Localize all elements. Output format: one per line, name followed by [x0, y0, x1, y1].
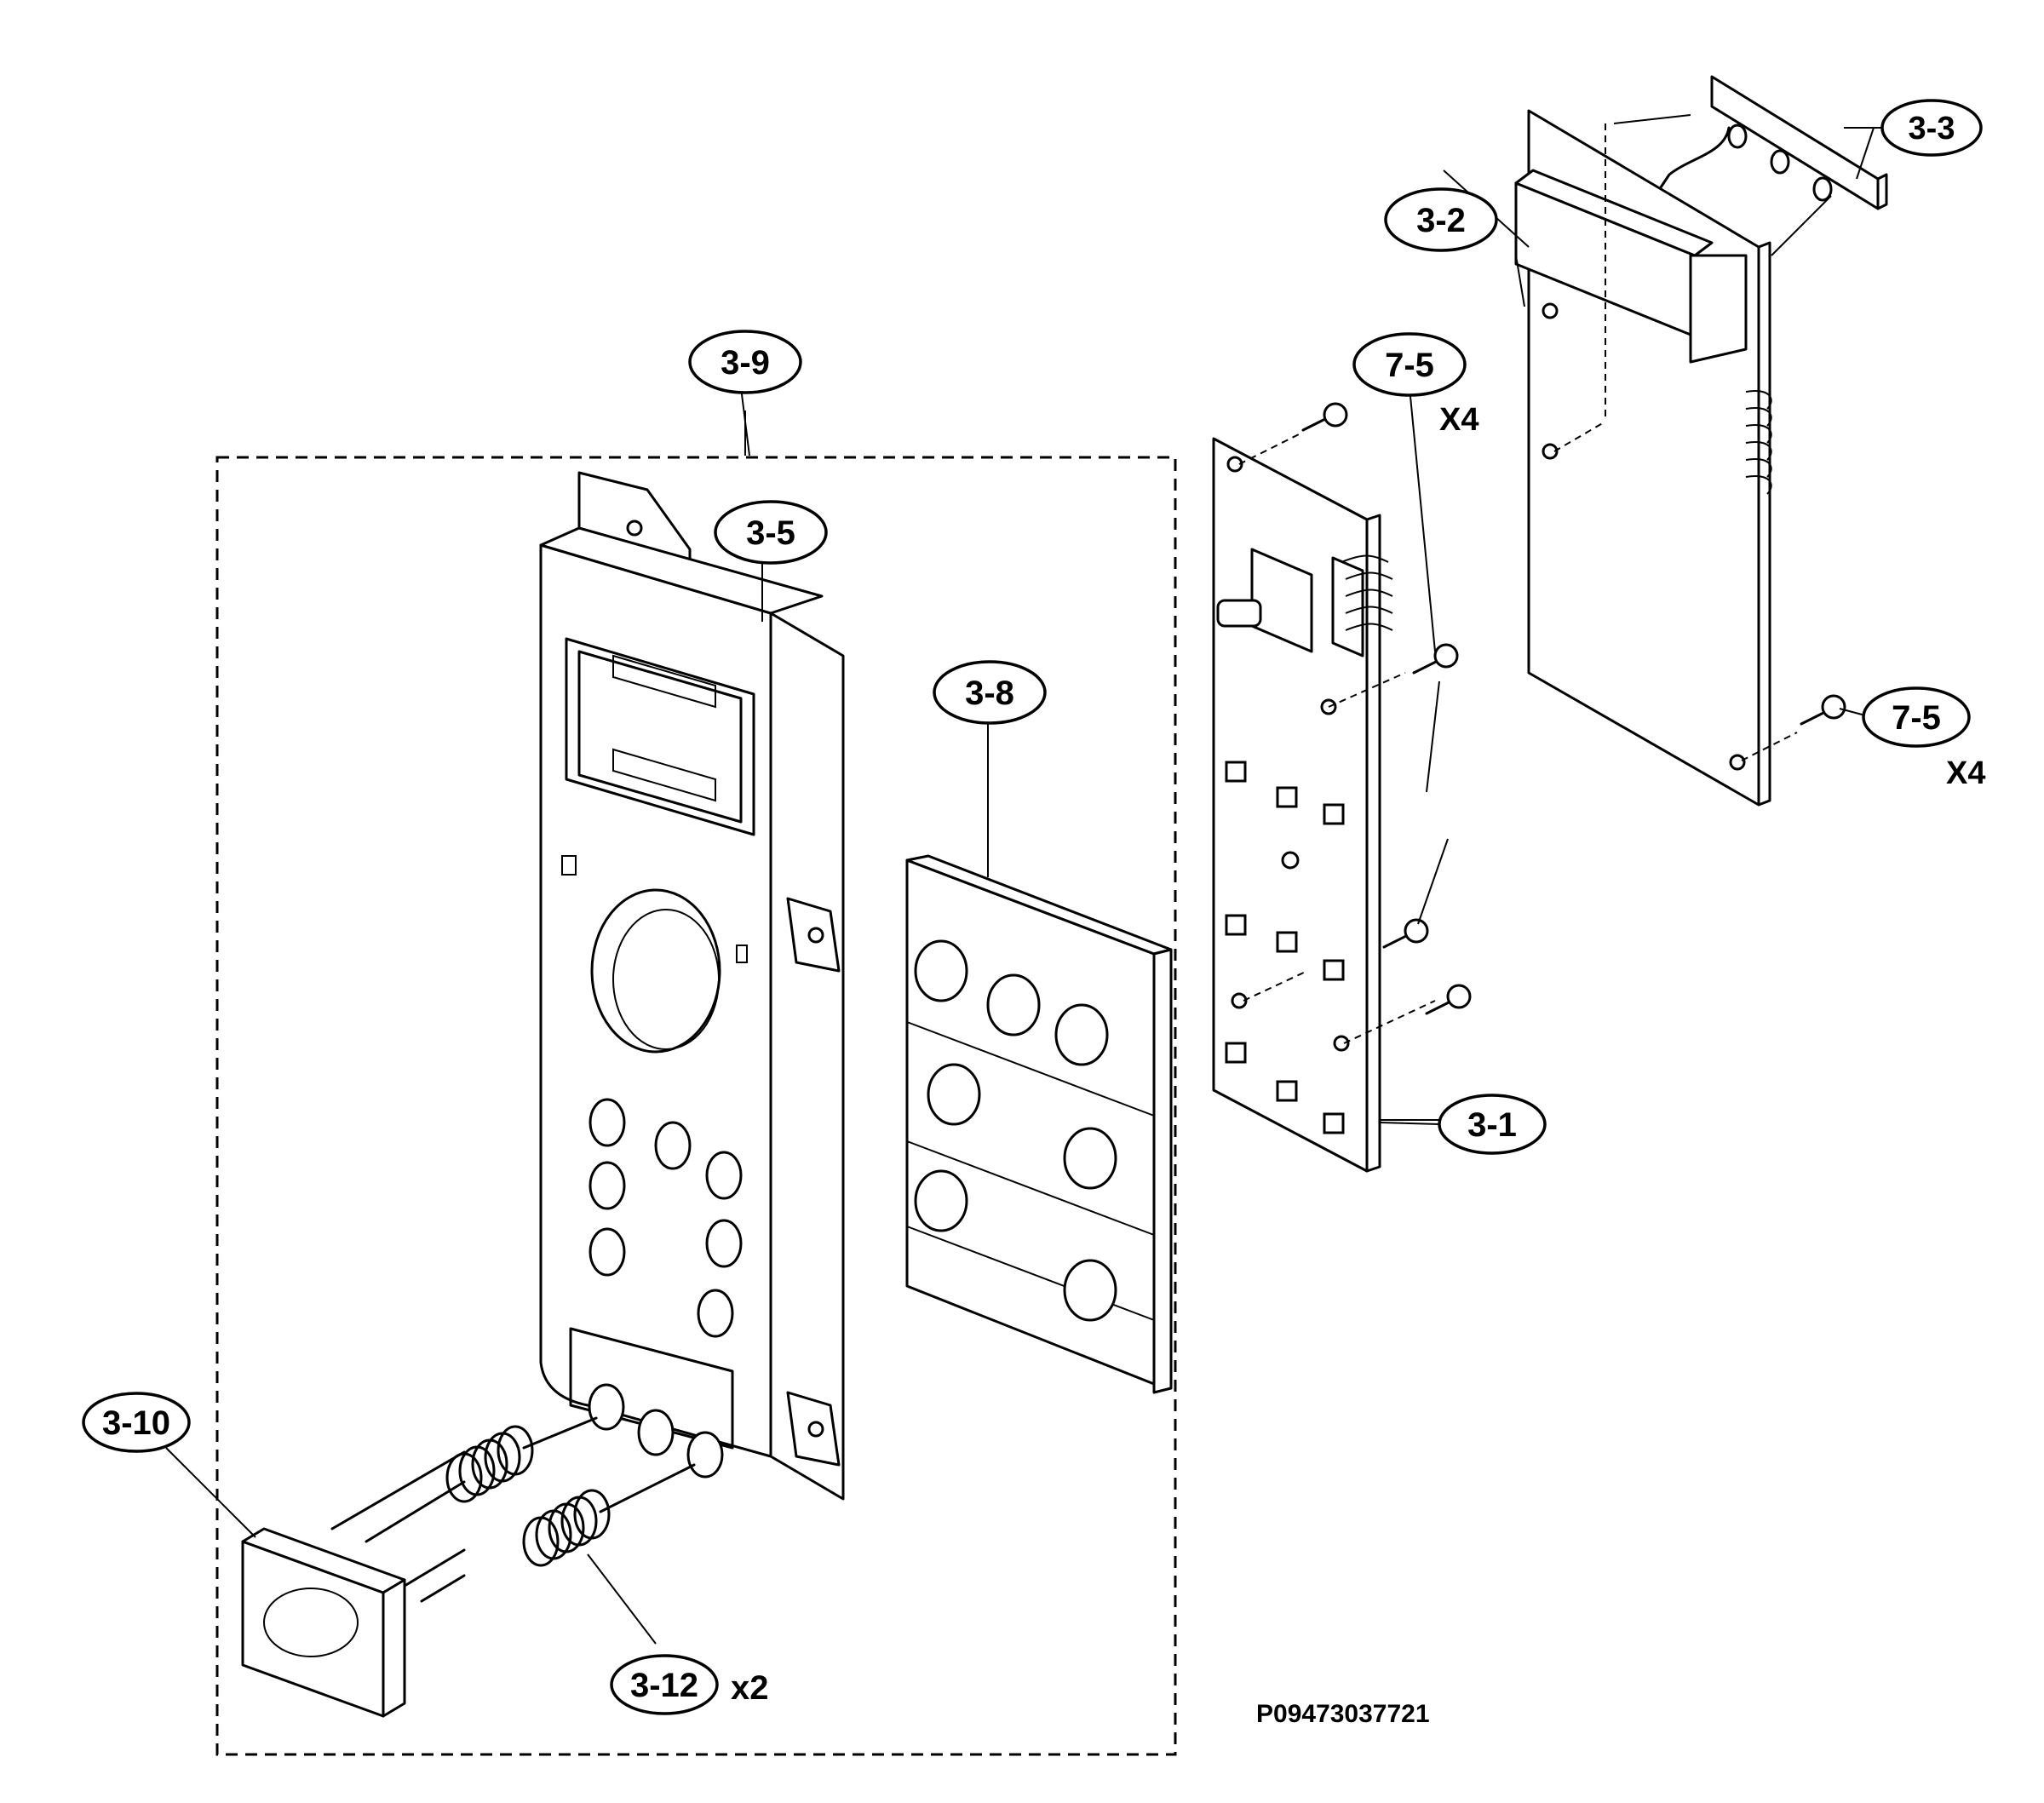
- callout-3-10: 3-10: [82, 1392, 191, 1453]
- assembly-3-9-boundary: [215, 456, 1177, 1756]
- quantity-7-5-right: X4: [1946, 755, 1985, 791]
- callout-3-1: 3-1: [1438, 1094, 1547, 1155]
- diagram-part-number: P09473037721: [1256, 1700, 1430, 1728]
- keypad-3-8: [905, 854, 1173, 1394]
- panel-housing-3-5: [539, 471, 845, 1501]
- leader-lines: [165, 127, 1875, 1645]
- control-board-3-1: [1212, 434, 1439, 1173]
- svg-text:7-5: 7-5: [1385, 347, 1434, 384]
- screws-7-5: [1301, 402, 1846, 1015]
- svg-text:3-8: 3-8: [965, 675, 1014, 712]
- quantity-3-12: x2: [731, 1669, 769, 1707]
- screw: [1425, 984, 1472, 1015]
- quantity-7-5-top: X4: [1439, 402, 1478, 438]
- callout-3-5: 3-5: [714, 500, 828, 622]
- svg-text:3-10: 3-10: [102, 1404, 170, 1442]
- svg-text:3-3: 3-3: [1909, 111, 1955, 146]
- screw: [1412, 643, 1459, 675]
- callout-3-3: 3-3: [1844, 99, 1983, 157]
- callout-3-12: 3-12: [610, 1654, 719, 1715]
- screw: [1382, 918, 1429, 949]
- callout-7-5-top: 7-5: [1352, 332, 1467, 397]
- svg-text:7-5: 7-5: [1892, 699, 1941, 737]
- svg-text:3-12: 3-12: [630, 1667, 698, 1704]
- svg-text:3-5: 3-5: [746, 514, 795, 552]
- svg-text:3-1: 3-1: [1467, 1106, 1517, 1144]
- callout-7-5-right: 7-5: [1862, 686, 1971, 748]
- spring-upper: [445, 1425, 534, 1503]
- screw: [1800, 694, 1846, 726]
- screw: [1301, 402, 1348, 432]
- door-release-button-3-10: [241, 1450, 466, 1718]
- display-board-3-2: [1514, 109, 1798, 807]
- callout-3-8: 3-8: [933, 660, 1047, 725]
- svg-text:3-2: 3-2: [1416, 202, 1466, 239]
- led-bracket-3-3: [1613, 75, 1888, 256]
- callout-3-2: 3-2: [1384, 187, 1498, 252]
- svg-text:3-9: 3-9: [721, 344, 770, 382]
- callout-3-9: 3-9: [688, 330, 802, 394]
- spring-lower: [522, 1489, 611, 1567]
- springs-3-12: [445, 1416, 696, 1567]
